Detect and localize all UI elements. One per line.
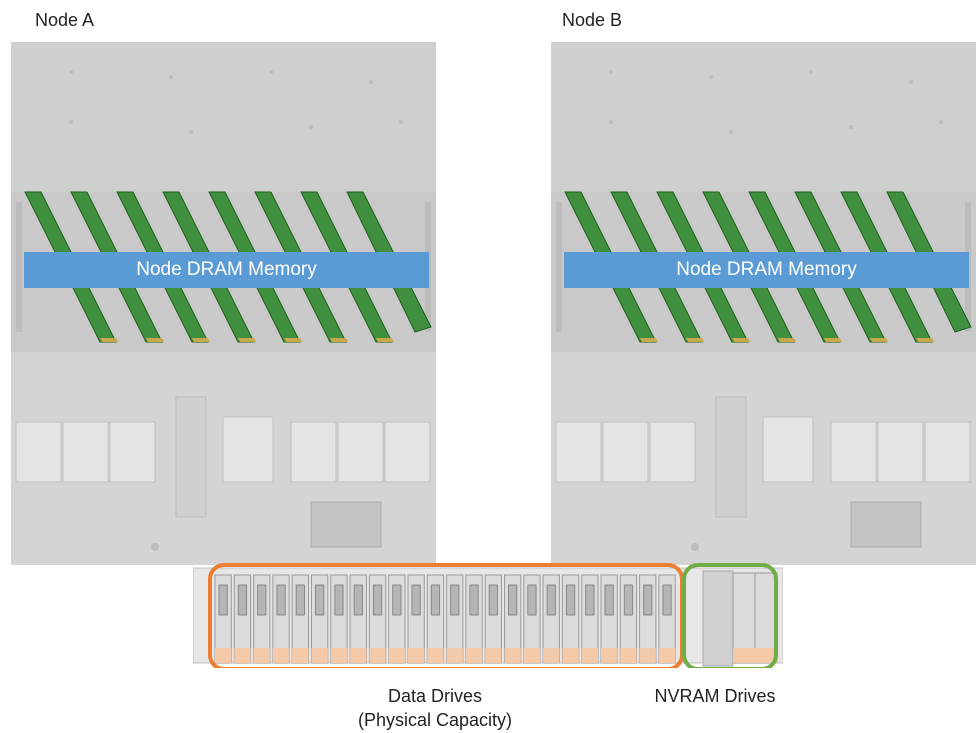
drive-latch (488, 584, 499, 616)
drive-tray-bottom (427, 648, 444, 663)
drive-tray-bottom (253, 648, 270, 663)
drive-latch (237, 584, 248, 616)
drive-tray-bottom (388, 648, 405, 663)
drive-tray-bottom (581, 648, 598, 663)
drive-tray-bottom (330, 648, 348, 663)
drive-tray-bottom (408, 648, 425, 663)
drive-latch (392, 584, 402, 616)
drive-tray-bottom (620, 648, 637, 663)
drive-tray-bottom (311, 648, 328, 663)
drive-latch (430, 584, 441, 616)
data-drives-label-line1: Data Drives (387, 686, 483, 706)
drive-tray-bottom (234, 648, 251, 663)
drive-tray-bottom (446, 648, 463, 663)
data-drives-label-line2: (Physical Capacity) (357, 710, 513, 730)
drive-latch (411, 584, 421, 616)
drive-bays-illustration (192, 563, 784, 671)
drive-latch (565, 584, 576, 616)
drive-latch (295, 584, 305, 616)
drive-tray-bottom (272, 648, 290, 663)
drive-tray-bottom (292, 648, 309, 663)
node-b-dram-memory-label: Node DRAM Memory (564, 252, 969, 288)
drive-latch (604, 584, 614, 616)
drive-latch (276, 584, 286, 616)
data-drive-bays (214, 574, 676, 664)
drive-tray-bottom (215, 648, 232, 663)
drive-latch (218, 584, 228, 616)
nvram-drives-label: NVRAM Drives (654, 686, 776, 706)
drive-latch (623, 584, 634, 616)
drive-tray-bottom (658, 648, 676, 663)
drive-tray-bottom (350, 648, 367, 663)
drive-latch (257, 584, 267, 616)
drive-latch (643, 584, 653, 616)
nvram-drive-bays (702, 570, 778, 667)
drive-tray-bottom (562, 648, 579, 663)
drive-tray-bottom (523, 648, 541, 663)
drive-tray-bottom (369, 648, 386, 663)
drive-enclosure (192, 563, 784, 671)
drive-latch (662, 584, 672, 616)
drive-latch (469, 584, 479, 616)
drive-latch (315, 584, 325, 616)
node-b-server-image: Node DRAM Memory (551, 42, 976, 565)
drive-latch (450, 584, 460, 616)
drive-latch (353, 584, 363, 616)
drive-tray-bottom (504, 648, 521, 663)
drive-tray-bottom (465, 648, 483, 663)
server-board-illustration (551, 42, 976, 565)
drive-tray-bottom (485, 648, 502, 663)
drive-tray-bottom (639, 648, 656, 663)
drive-tray-bottom (601, 648, 618, 663)
node-a-dram-memory-label: Node DRAM Memory (24, 252, 429, 288)
node-a-title: Node A (35, 10, 95, 30)
drive-latch (334, 584, 344, 616)
server-board-illustration (11, 42, 436, 565)
drive-latch (527, 584, 537, 616)
drive-latch (372, 584, 383, 616)
drive-tray-bottom (543, 648, 560, 663)
data-drives-label: Data Drives (Physical Capacity) (335, 684, 535, 732)
drive-latch (585, 584, 595, 616)
drive-latch (546, 584, 556, 616)
drive-latch (508, 584, 518, 616)
node-a-server-image: Node DRAM Memory (11, 42, 436, 565)
node-b-title: Node B (562, 10, 623, 30)
